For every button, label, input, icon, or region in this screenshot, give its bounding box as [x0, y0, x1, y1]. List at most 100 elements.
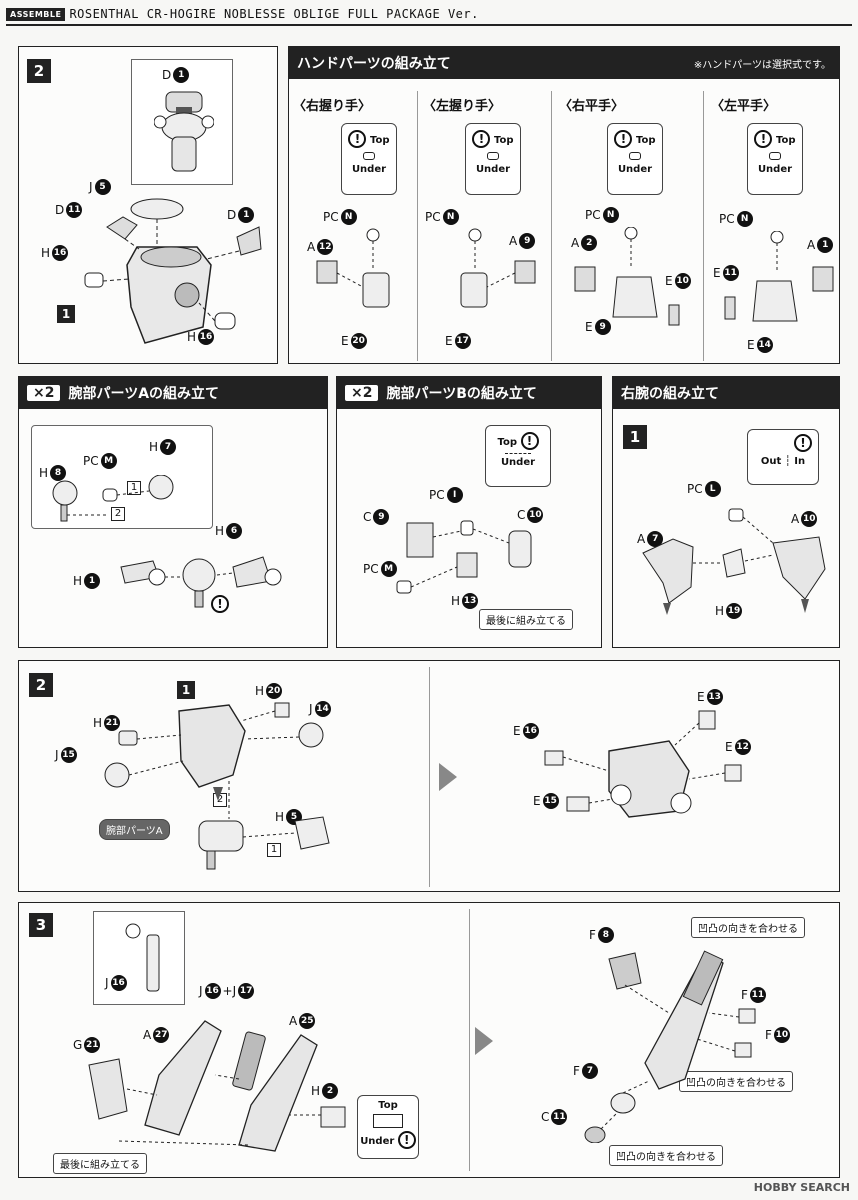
page-title: ROSENTHAL CR-HOGIRE NOBLESSE OBLIGE FULL… [69, 7, 479, 21]
warning-icon: ! [520, 432, 539, 450]
step-number: 2 [27, 59, 51, 83]
multiplier-badge: ×2 [27, 385, 61, 401]
right-arm-title: 右腕の組み立て [621, 386, 719, 402]
left-fist-drawing [460, 228, 536, 308]
page-header: ASSEMBLE ROSENTHAL CR-HOGIRE NOBLESSE OB… [6, 4, 852, 26]
warning-icon: ! [348, 130, 367, 148]
align-note-3: 凹凸の向きを合わせる [609, 1145, 723, 1166]
assemble-tag: ASSEMBLE [6, 7, 66, 21]
watermark: HOBBY SEARCH [753, 1181, 850, 1194]
step-number: 2 [29, 673, 53, 697]
divider [703, 91, 704, 361]
divider [417, 91, 418, 361]
arm-a-inset-drawing [52, 475, 174, 522]
warning-icon: ! [614, 130, 633, 148]
step-number: 3 [29, 913, 53, 937]
warning-icon: ! [472, 130, 491, 148]
part-1-badge: 1 [57, 305, 75, 323]
divider [429, 667, 430, 887]
divider [469, 909, 470, 1171]
in-out-callout: ! Out ┆ In [747, 429, 819, 485]
next-arrow-icon [475, 1027, 493, 1055]
last-assembly-note: 最後に組み立てる [479, 609, 573, 630]
divider [551, 91, 552, 361]
right-open-hand-drawing [574, 227, 680, 326]
arm-a-title: 腕部パーツAの組み立て [68, 386, 220, 402]
hand-parts-title: ハンドパーツの組み立て [297, 56, 451, 72]
step-marker-1: 1 [127, 481, 141, 495]
hand-parts-title-bar: ハンドパーツの組み立て ※ハンドパーツは選択式です。 [289, 47, 839, 79]
hand-heading-right-open: 〈右平手〉 [559, 99, 625, 114]
j16-inset-drawing [125, 923, 160, 992]
arm-a-assembly-drawing [120, 556, 282, 608]
warning-icon: ! [754, 130, 773, 148]
step-marker-2: 2 [111, 507, 125, 521]
arm-b-assembly-drawing [396, 520, 532, 594]
right-arm-assembly-drawing [642, 508, 826, 615]
step-marker-1: 1 [267, 843, 281, 857]
torso-assembly-drawing [84, 198, 262, 344]
orientation-callout: ! Top Under [341, 123, 397, 195]
orientation-callout: ! Top Under [747, 123, 803, 195]
step-number: 1 [623, 425, 647, 449]
arm-a-tag: 腕部パーツA [99, 819, 170, 840]
hand-heading-right-fist: 〈右握り手〉 [293, 99, 372, 114]
forearm-weapon-drawing [584, 950, 756, 1143]
left-open-hand-drawing [724, 231, 834, 322]
orientation-callout: ! Top Under [607, 123, 663, 195]
shoulder-armor-drawing [544, 710, 742, 818]
next-arrow-icon [439, 763, 457, 791]
last-assembly-note: 最後に組み立てる [53, 1153, 147, 1174]
head-part-inset [154, 91, 214, 172]
hand-heading-left-fist: 〈左握り手〉 [423, 99, 502, 114]
warning-icon: ! [794, 434, 812, 452]
forearm-assembly-drawing [88, 1020, 346, 1152]
arm-b-title: 腕部パーツBの組み立て [386, 386, 537, 402]
hand-parts-note: ※ハンドパーツは選択式です。 [693, 59, 831, 71]
right-arm-title-bar: 右腕の組み立て [613, 377, 839, 409]
arm-a-title-bar: ×2 腕部パーツAの組み立て [19, 377, 327, 409]
